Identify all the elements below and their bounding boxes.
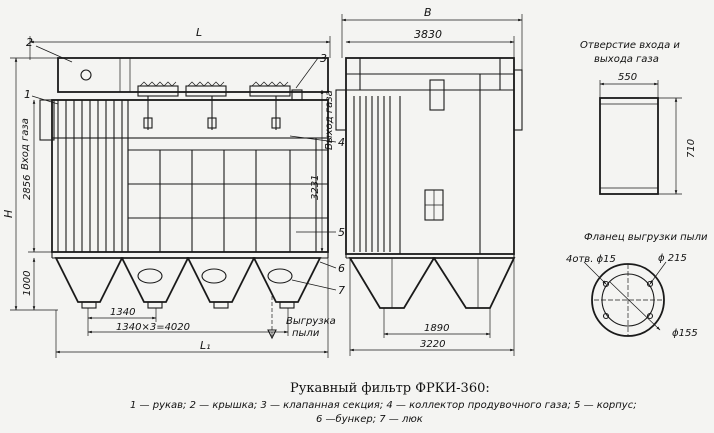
dimension-lines: [10, 14, 523, 358]
dim-3231: 3231: [310, 175, 321, 200]
side-body: [345, 57, 515, 255]
opening-rect: [599, 97, 659, 195]
filter-bags: [57, 100, 129, 252]
callout-7: 7: [338, 284, 345, 297]
callout-4: 4: [338, 136, 345, 149]
access-door: [429, 79, 445, 111]
caption-line-2: 6 —бункер; 7 — люк: [316, 413, 423, 425]
dim-L: L: [196, 26, 202, 39]
dim-L1: L₁: [200, 339, 211, 352]
gas-inlet-pipe: [39, 99, 55, 141]
label-dust-outlet-2: пыли: [292, 328, 320, 339]
label-gas-inlet: Вход газа: [20, 118, 31, 170]
callout-1: 1: [24, 88, 31, 101]
dim-1890: 1890: [424, 323, 449, 334]
hatch-icon: [267, 268, 293, 284]
dim-710: 710: [686, 139, 697, 158]
dim-3830: 3830: [414, 28, 442, 41]
label-opening-title-2: выхода газа: [594, 54, 659, 65]
dim-B: B: [424, 6, 432, 19]
bolt-hole-icon: [646, 312, 654, 320]
label-opening-title-1: Отверстие входа и: [580, 40, 680, 51]
callout-leaders: [31, 45, 337, 291]
caption-line: 1 — рукав; 2 — крышка; 3 — клапанная сек…: [130, 400, 637, 411]
dim-1340: 1340: [110, 307, 135, 318]
callout-6: 6: [338, 262, 345, 275]
dim-3220: 3220: [420, 339, 445, 350]
callout-2: 2: [26, 36, 33, 49]
dim-2856: 2856: [22, 175, 33, 200]
dim-phi215: ϕ 215: [658, 253, 687, 264]
valve-stems: [143, 96, 281, 130]
label-dust-outlet-1: Выгрузка: [286, 316, 336, 327]
cover-box: [57, 57, 329, 93]
opening-detail: [599, 80, 682, 195]
flange-detail: [583, 261, 667, 337]
side-view: [335, 57, 523, 309]
callout-3: 3: [320, 52, 327, 65]
dim-1000: 1000: [22, 271, 33, 296]
hoppers: [51, 252, 329, 309]
bolt-hole-icon: [602, 312, 610, 320]
side-bags: [353, 96, 391, 252]
label-flange-title: Фланец выгрузки пыли: [584, 232, 708, 243]
front-view: [39, 57, 329, 340]
collector-band: [51, 99, 329, 139]
callout-5: 5: [338, 226, 345, 239]
dim-H: H: [2, 210, 15, 218]
valve-sections: [137, 81, 303, 101]
hatch-icon: [137, 268, 163, 284]
hatch-icon: [201, 268, 227, 284]
dim-phi15: 4отв. ϕ15: [566, 254, 616, 265]
side-hopper: [432, 257, 516, 309]
caption-title: Рукавный фильтр ФРКИ-360:: [290, 381, 490, 396]
label-gas-outlet: Выход газа: [324, 90, 335, 150]
dim-1340x3: 1340×3=4020: [116, 322, 190, 333]
filter-body: [51, 99, 329, 253]
dim-550: 550: [618, 72, 637, 83]
dim-phi155: ϕ155: [672, 328, 698, 339]
cover-hatch-icon: [80, 69, 92, 81]
